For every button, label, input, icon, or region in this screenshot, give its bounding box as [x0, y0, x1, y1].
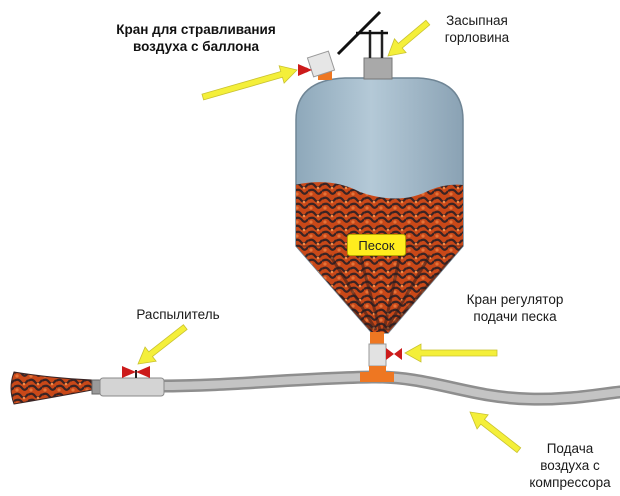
air-relief-valve — [298, 50, 336, 80]
sprayer-label: Распылитель — [136, 307, 220, 322]
sand-badge: Песок — [347, 234, 406, 256]
air-supply-label: Подача воздуха с компрессора — [529, 441, 611, 490]
arrow-to-sprayer — [137, 324, 188, 365]
arrow-to-sand-valve — [404, 343, 498, 363]
fill-neck-label: Засыпная горловина — [444, 13, 510, 45]
sand-valve-label: Кран регулятор подачи песка — [466, 292, 564, 324]
pointer-arrows — [137, 19, 522, 454]
sand-regulator-valve — [360, 332, 402, 382]
arrow-to-hose — [469, 411, 522, 454]
arrow-to-relief-valve — [201, 65, 298, 101]
arrow-to-fill-neck — [387, 19, 431, 57]
relief-valve-label: Кран для стравливания воздуха с баллона — [116, 22, 276, 54]
sprayer — [10, 366, 165, 405]
fill-neck — [336, 10, 393, 80]
